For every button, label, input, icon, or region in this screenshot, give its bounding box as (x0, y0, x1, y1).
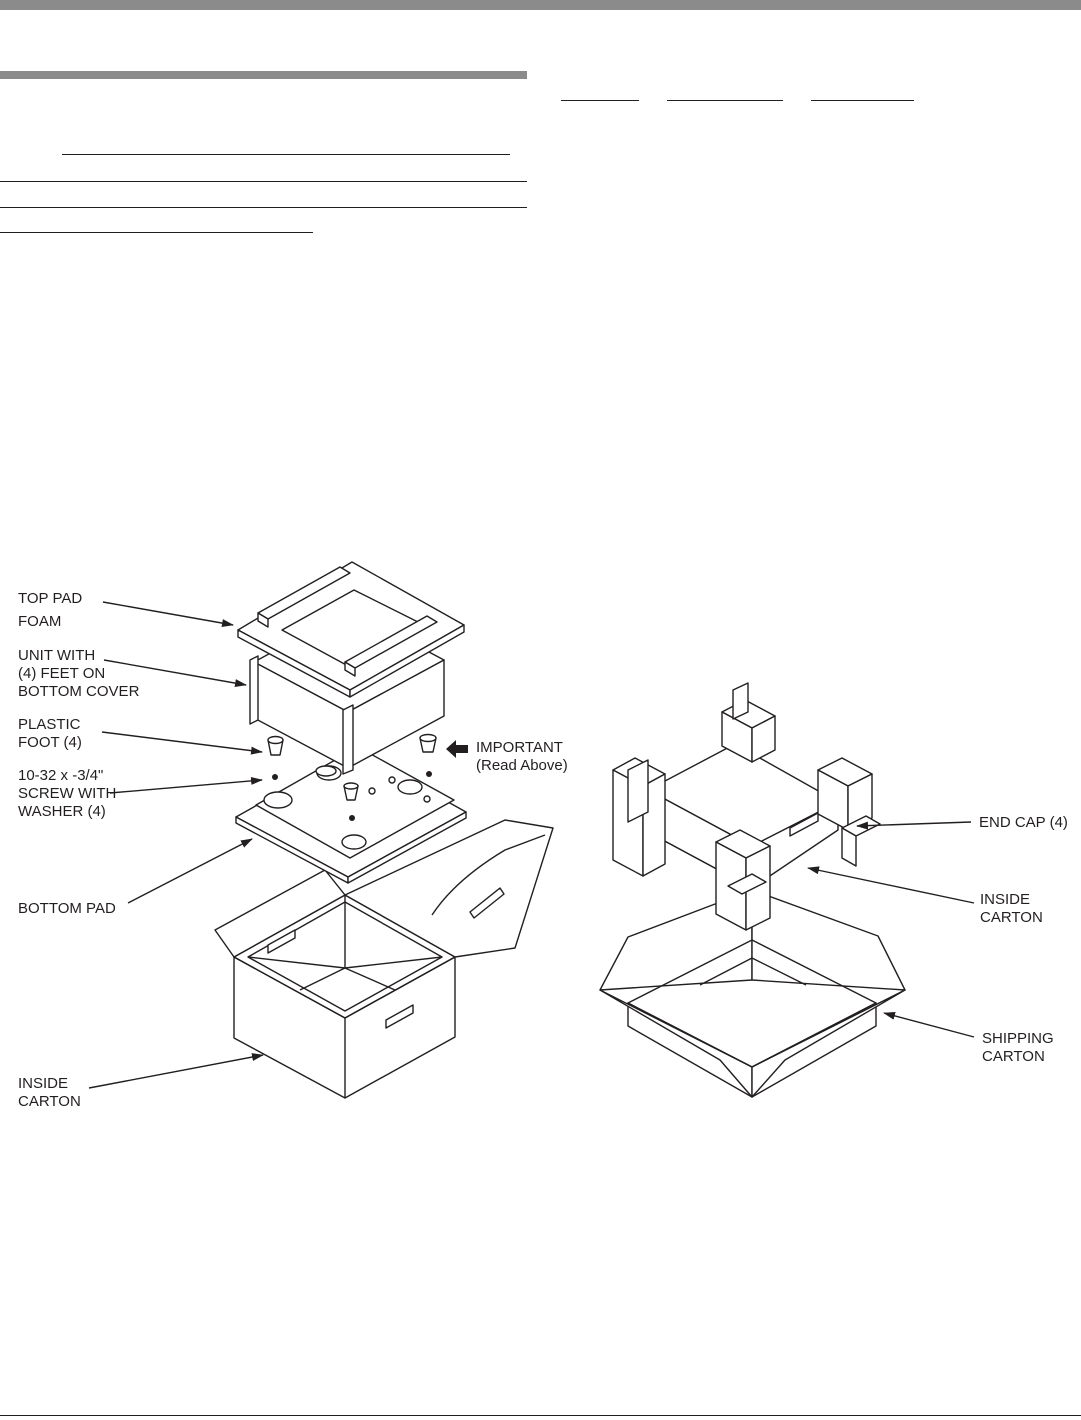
label-top-pad: TOP PAD (18, 590, 83, 607)
left-arrow-icon (446, 740, 468, 758)
label-inside-carton-left: INSIDE CARTON (18, 1075, 81, 1110)
label-shipping-carton: SHIPPING CARTON (982, 1030, 1054, 1065)
underline-rule-3 (0, 207, 527, 208)
unit-illustration (249, 609, 445, 777)
underline-rule-2 (0, 181, 527, 182)
label-foam: FOAM (18, 613, 62, 630)
plastic-feet-illustration (267, 733, 437, 756)
end-caps-illustration (612, 682, 881, 931)
inside-carton-right-illustration (647, 743, 839, 925)
label-unit-with-feet: UNIT WITH (4) FEET ON BOTTOM COVER (18, 647, 140, 700)
bottom-pad-illustration (235, 746, 467, 884)
label-important: IMPORTANT (Read Above) (476, 739, 568, 774)
shipping-carton-illustration (599, 889, 906, 1098)
underline-rule-4 (0, 232, 313, 233)
underline-rule-7 (811, 100, 914, 101)
label-screw-washer: 10-32 x -3/4" SCREW WITH WASHER (4) (18, 767, 117, 820)
footer-rule (0, 1415, 1081, 1416)
section-heading-bar (0, 71, 527, 79)
underline-rule-6 (667, 100, 783, 101)
underline-rule-5 (561, 100, 639, 101)
label-inside-carton-right: INSIDE CARTON (980, 891, 1043, 926)
top-header-bar (0, 0, 1081, 10)
label-bottom-pad: BOTTOM PAD (18, 900, 116, 917)
top-pad-illustration (237, 561, 465, 698)
underline-rule-1 (62, 154, 510, 155)
label-end-cap: END CAP (4) (979, 814, 1068, 831)
label-plastic-foot: PLASTIC FOOT (4) (18, 716, 82, 751)
inside-carton-left-illustration (214, 819, 554, 1099)
